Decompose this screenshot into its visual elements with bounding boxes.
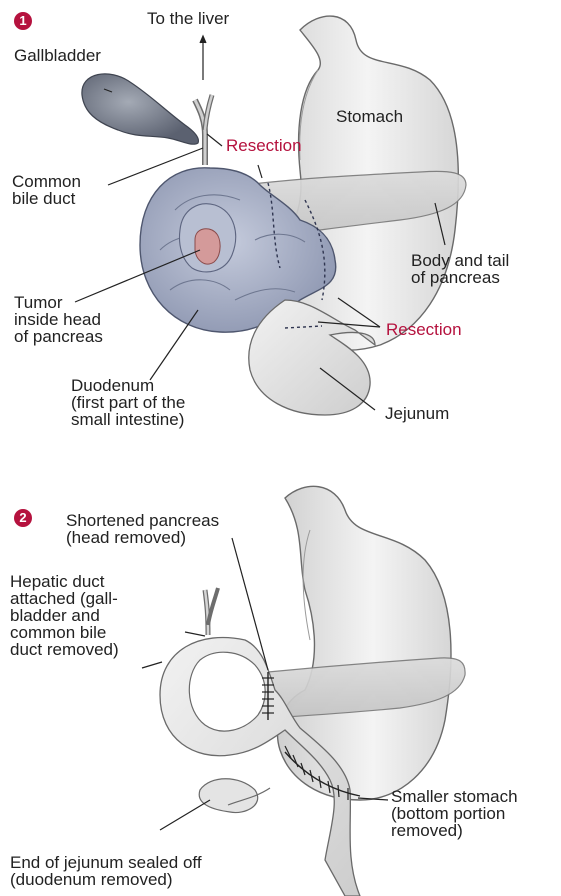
tumor-shape bbox=[195, 229, 220, 264]
label-jejunum: Jejunum bbox=[385, 405, 449, 422]
label-tumor: Tumor inside head of pancreas bbox=[14, 294, 103, 345]
label-duodenum: Duodenum (first part of the small intest… bbox=[71, 377, 185, 428]
label-common-bile-duct: Common bile duct bbox=[12, 173, 81, 207]
label-shortened-pancreas: Shortened pancreas (head removed) bbox=[66, 512, 219, 546]
label-hepatic-duct: Hepatic duct attached (gall- bladder and… bbox=[10, 573, 119, 658]
label-gallbladder: Gallbladder bbox=[14, 47, 101, 64]
panel-1-illustration bbox=[75, 16, 466, 415]
label-resection-bottom: Resection bbox=[386, 321, 462, 338]
label-to-the-liver: To the liver bbox=[147, 10, 229, 27]
label-body-and-tail-of-pancreas: Body and tail of pancreas bbox=[411, 252, 509, 286]
label-jejunum-end: End of jejunum sealed off (duodenum remo… bbox=[10, 854, 202, 888]
label-stomach: Stomach bbox=[336, 108, 403, 125]
label-resection-top: Resection bbox=[226, 137, 302, 154]
step-2-badge: 2 bbox=[14, 509, 32, 527]
smaller-stomach-shape bbox=[278, 486, 451, 800]
label-smaller-stomach: Smaller stomach (bottom portion removed) bbox=[391, 788, 518, 839]
step-1-badge: 1 bbox=[14, 12, 32, 30]
gallbladder-shape bbox=[82, 74, 199, 144]
